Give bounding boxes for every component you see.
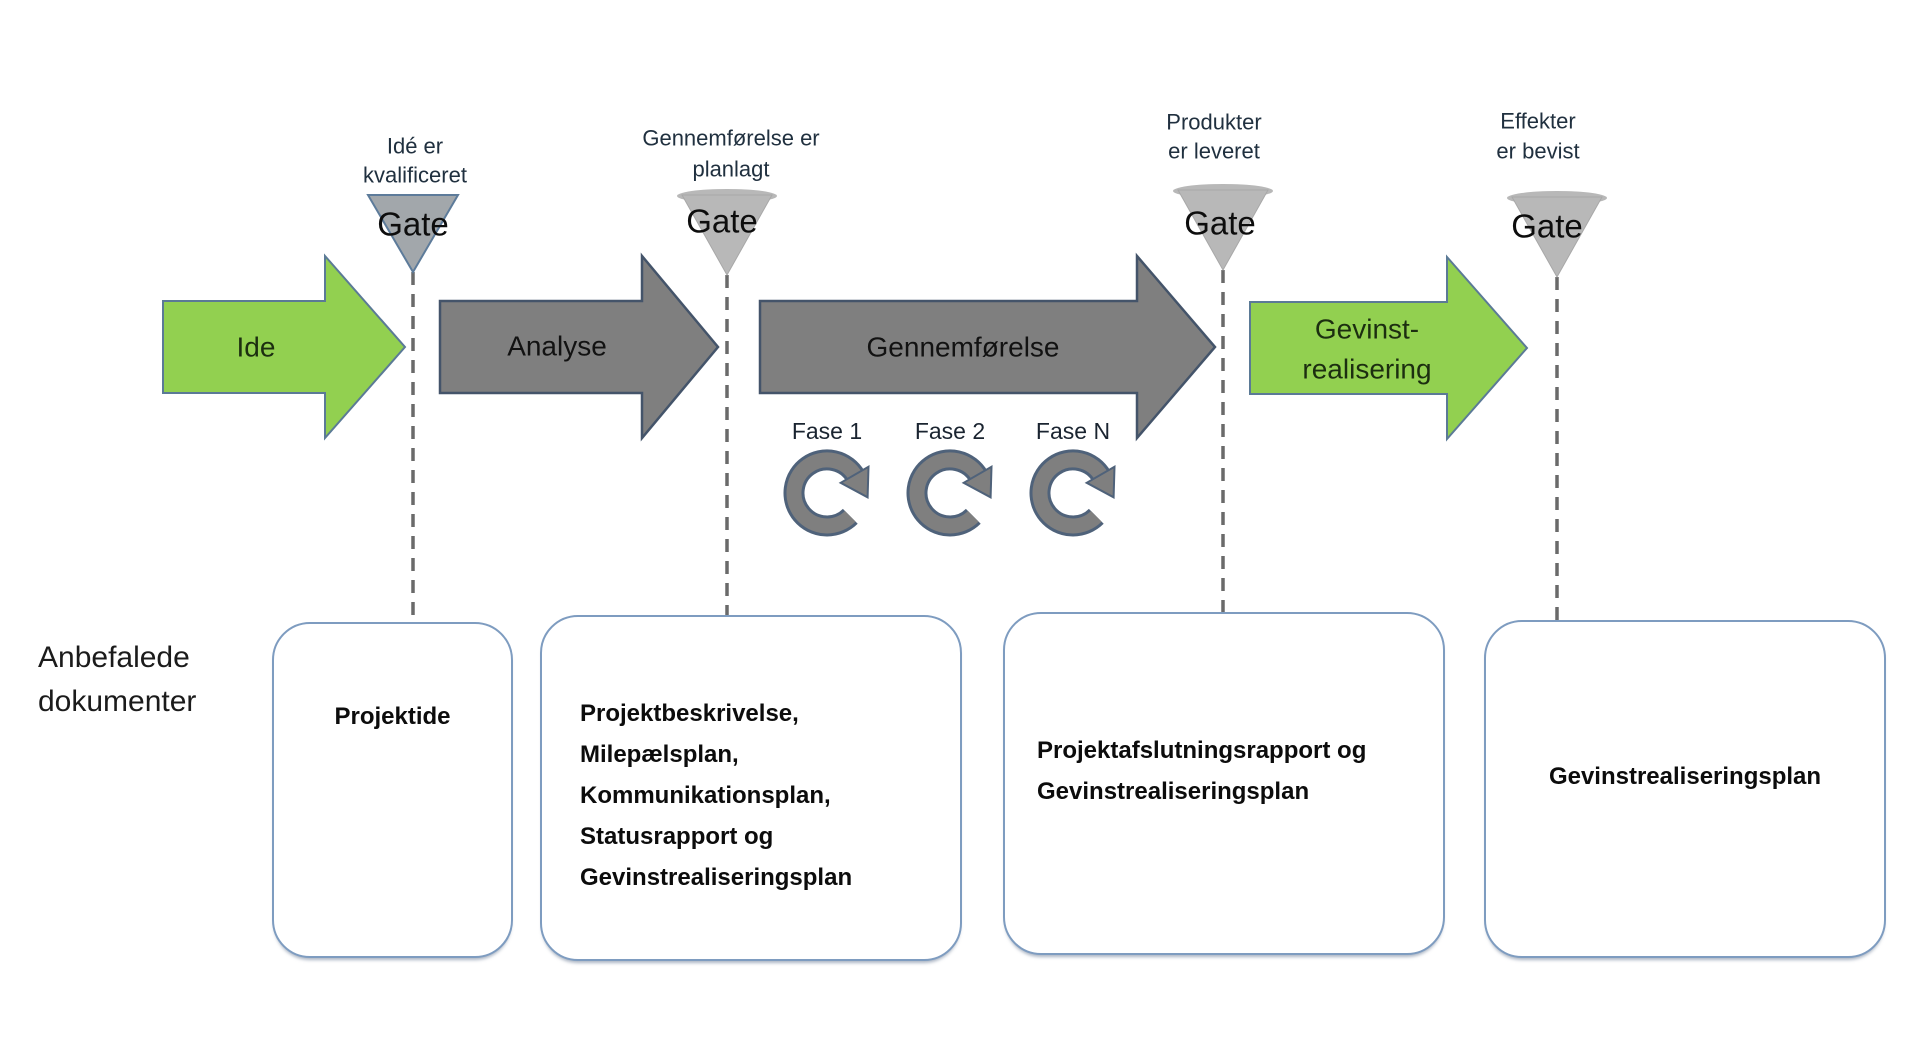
phase-arrow-shape [1249,254,1529,442]
milestone-label-line2: er bevist [1496,139,1579,164]
milestone-label-line1: Gennemførelse er [642,126,819,151]
iteration-label: Fase N [1036,418,1110,444]
milestone-label-line2: er leveret [1168,139,1260,164]
phase-label-line1: Gevinst- [1315,314,1419,345]
phase-arrow-gennemfoerelse: Gennemførelse [758,252,1217,442]
document-line: Gevinstrealiseringsplan [1037,778,1310,805]
loop-icon [794,460,869,526]
milestone-label-line2: kvalificeret [363,163,467,188]
gate-triangle [1177,189,1269,272]
gate-label: Gate [686,203,758,240]
document-line: Kommunikationsplan, [580,782,831,809]
phase-label: Analyse [507,331,607,362]
gate-label: Gate [1184,205,1256,242]
phase-label: Ide [237,332,276,363]
iteration-label: Fase 1 [792,418,862,444]
gate-marker-2: Gennemførelse er planlagt Gate [642,126,820,277]
document-line: Projektide [334,703,451,730]
phase-arrow-shape [438,252,720,442]
phase-arrow-shape [162,253,407,441]
document-line: Milepælsplan, [580,741,739,768]
gate-triangle [681,194,773,277]
phase-arrow-analyse: Analyse [438,252,720,442]
recommended-docs-heading: Anbefalede dokumenter [38,636,196,724]
gate-marker-4: Effekter er bevist Gate [1496,109,1607,279]
gate-marker-3: Produkter er leveret Gate [1166,110,1273,272]
phase-arrow-shape [758,252,1217,442]
document-line: Gevinstrealiseringsplan [580,864,853,891]
gate-triangle [1511,196,1603,279]
document-line: Statusrapport og [580,823,774,850]
document-box-2: Projektbeskrivelse, Milepælsplan, Kommun… [540,615,962,961]
phase-label: Gennemførelse [867,332,1060,363]
gate-label: Gate [377,206,449,243]
loop-icon [1040,460,1115,526]
milestone-label-line1: Idé er [387,134,443,159]
phase-arrow-ide: Ide [162,253,407,441]
milestone-label-line1: Produkter [1166,110,1261,135]
document-line: Projektbeskrivelse, [580,700,799,727]
phase-label-line2: realisering [1302,354,1431,385]
document-line: Gevinstrealiseringsplan [1548,763,1822,790]
gate-triangle [366,194,460,274]
gate-marker-1: Idé er kvalificeret Gate [363,134,467,274]
milestone-label-line1: Effekter [1500,109,1575,134]
document-box-3: Projektafslutningsrapport og Gevinstreal… [1003,612,1445,955]
document-box-1: Projektide [272,622,513,958]
iteration-loops: Fase 1 Fase 2 Fase N [792,418,1115,526]
document-line: Projektafslutningsrapport og [1037,737,1367,764]
recommended-docs-heading-line1: Anbefalede [38,641,190,674]
loop-icon [917,460,992,526]
iteration-label: Fase 2 [915,418,985,444]
phase-arrow-gevinstrealisering: Gevinst- realisering [1249,254,1529,442]
document-box-4: Gevinstrealiseringsplan [1484,620,1886,958]
gate-label: Gate [1511,208,1583,245]
recommended-docs-heading-line2: dokumenter [38,685,197,718]
milestone-label-line2: planlagt [692,157,769,182]
